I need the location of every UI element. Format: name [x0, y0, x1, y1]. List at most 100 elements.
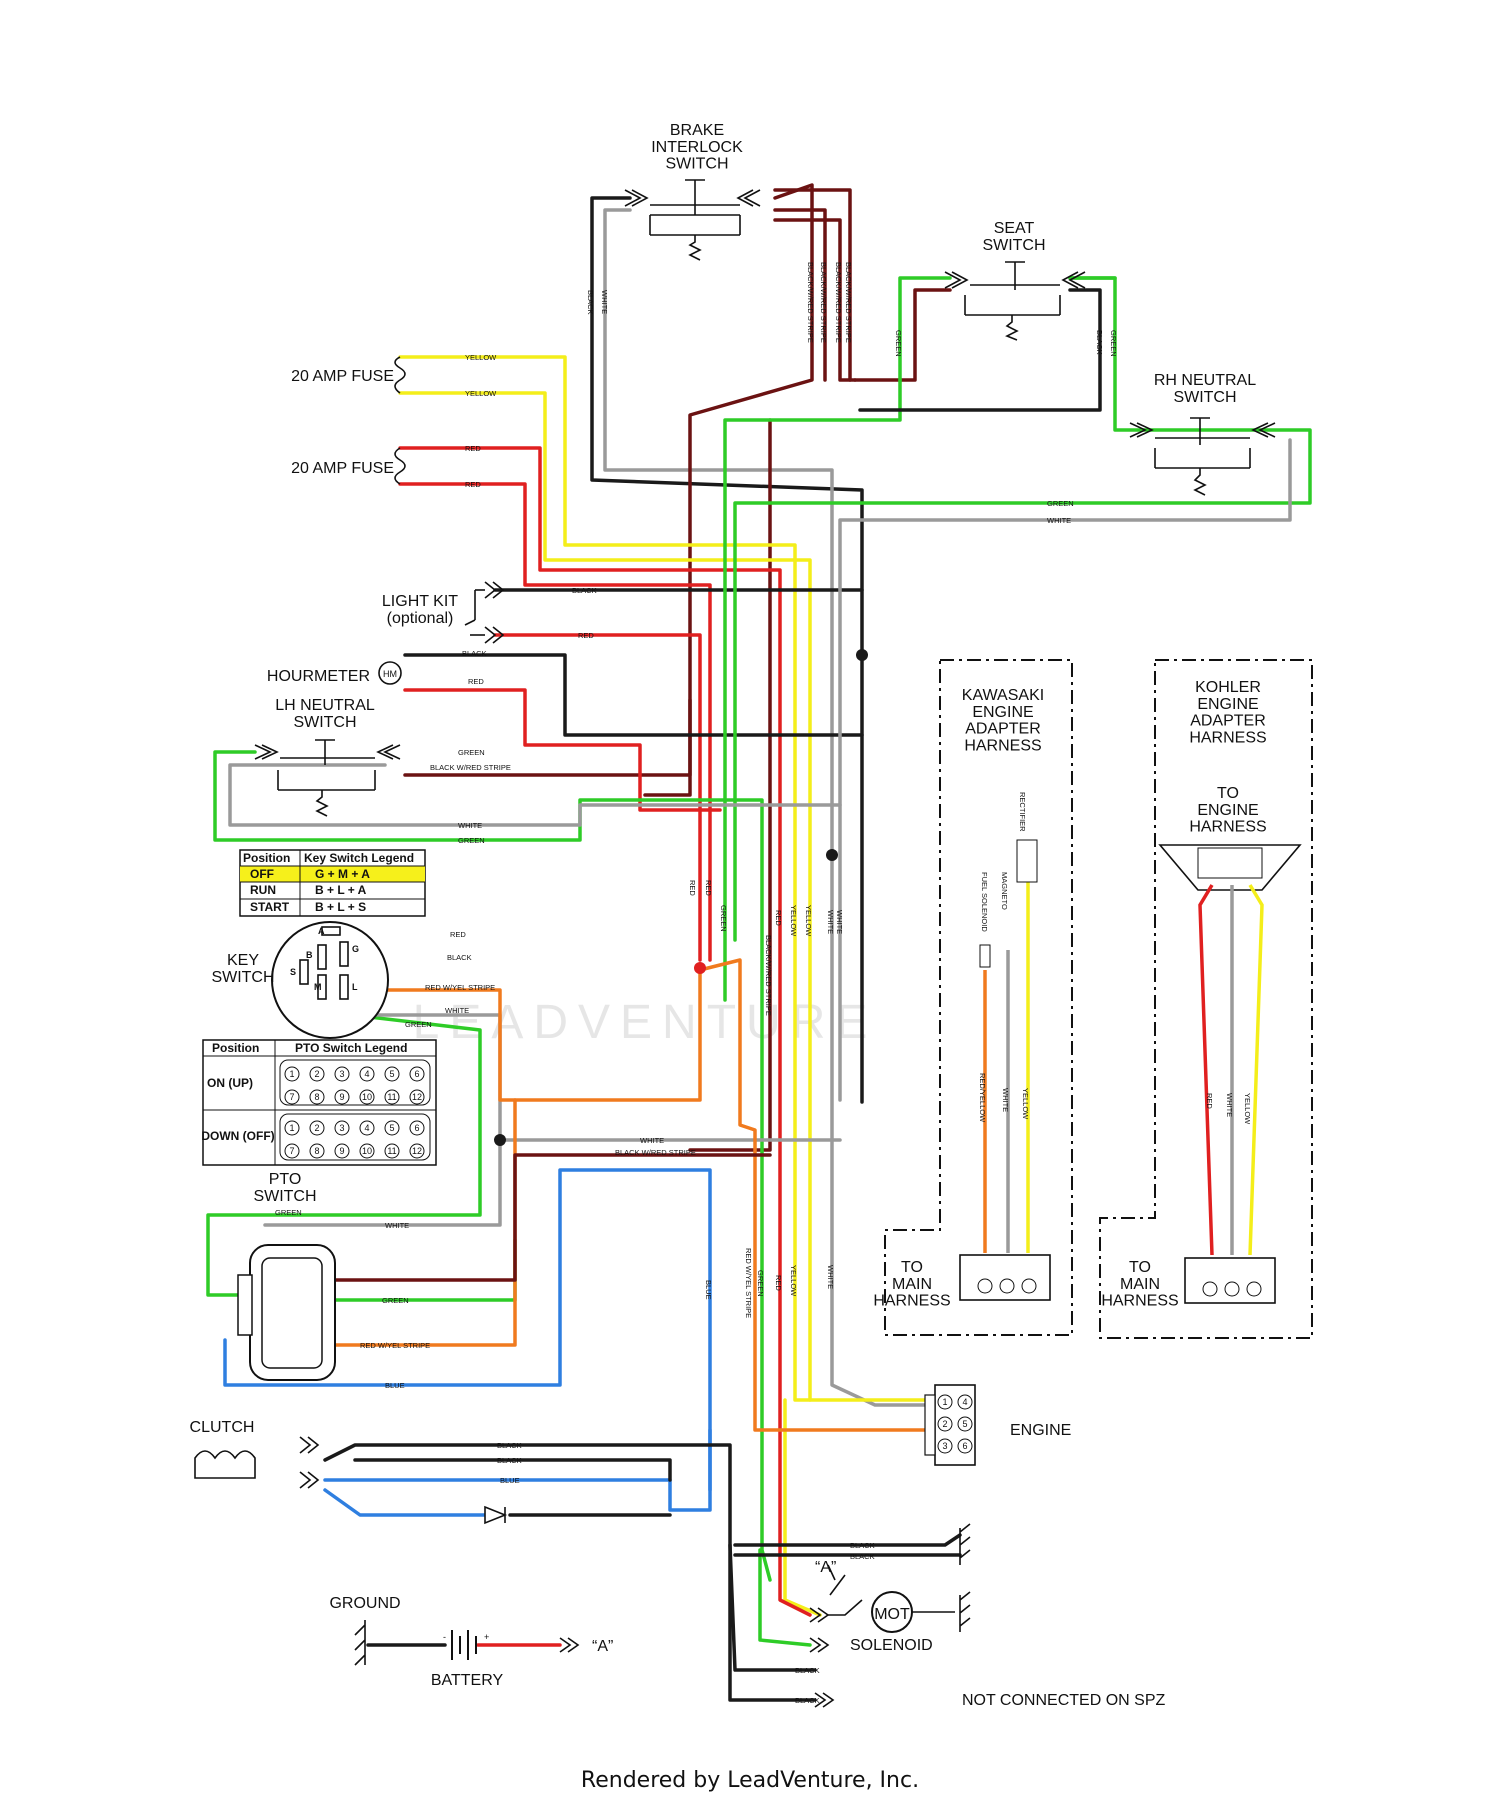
wire-label: BLACK — [850, 1552, 875, 1561]
kawasaki-wire-yellow: YELLOW — [1021, 1088, 1030, 1120]
pto-legend-header-title: PTO Switch Legend — [295, 1041, 407, 1055]
wire-white-lhn — [228, 763, 842, 827]
label-line: LH NEUTRAL — [275, 697, 375, 714]
engine-pin — [937, 1416, 953, 1432]
wire-label: GREEN — [405, 1020, 432, 1029]
pto-pin — [409, 1143, 425, 1159]
wire-red — [398, 446, 812, 1617]
wire-label: BLUE — [385, 1381, 405, 1390]
fuse-1-label: 20 AMP FUSE — [291, 368, 394, 385]
kawasaki-fuel-solenoid: FUEL SOLENOID — [980, 872, 989, 932]
engine-pin-number: 4 — [962, 1397, 967, 1407]
pto-pin — [384, 1089, 400, 1105]
wire-label: WHITE — [640, 1136, 664, 1145]
wire-label: BLACK — [462, 649, 487, 658]
wire-label: RED — [774, 1275, 783, 1291]
wire-label: RED — [465, 444, 481, 453]
engine-pin — [957, 1438, 973, 1454]
not-connected-label: NOT CONNECTED ON SPZ — [962, 1692, 1166, 1709]
pto-pin — [384, 1120, 400, 1136]
wire-label: WHITE — [826, 1265, 835, 1289]
pto-pin-number: 5 — [389, 1069, 394, 1079]
wire-black-ground-2 — [733, 1533, 962, 1547]
pto-legend-on: ON (UP) — [207, 1076, 253, 1090]
wire-label: RED — [688, 880, 697, 896]
light-kit-label: LIGHT KIT(optional) — [382, 593, 458, 627]
key-legend-table — [239, 849, 426, 917]
wire-label: WHITE — [385, 1221, 409, 1230]
wire-label: GREEN — [756, 1270, 765, 1297]
junction-dot — [494, 1134, 506, 1146]
label-line: SWITCH — [1173, 389, 1236, 406]
wire-black — [590, 196, 864, 1104]
pto-pin — [334, 1066, 350, 1082]
wire-black-red-4 — [773, 188, 852, 382]
label-line: TO — [1217, 785, 1239, 802]
pto-pin-number: 8 — [314, 1146, 319, 1156]
pto-pin-number: 10 — [362, 1146, 372, 1156]
pto-pin-number: 7 — [289, 1092, 294, 1102]
label-line: PTO — [269, 1171, 302, 1188]
pto-pin-number: 12 — [412, 1146, 422, 1156]
label-line: SWITCH — [665, 156, 728, 173]
hourmeter-gauge — [378, 661, 402, 685]
wire-blue — [223, 1168, 712, 1492]
wire-label: GREEN — [894, 330, 903, 357]
wire-label: YELLOW — [465, 353, 497, 362]
hourmeter-label: HOURMETER — [267, 668, 370, 685]
wire-black-hour — [403, 653, 864, 737]
key-switch-symbol — [271, 921, 389, 1039]
label-line: TO — [901, 1259, 923, 1276]
wire-orange — [348, 958, 942, 1432]
chassis-ground — [959, 1523, 971, 1565]
wires — [206, 183, 1312, 1702]
pto-pin — [359, 1066, 375, 1082]
pto-pin — [309, 1143, 325, 1159]
pto-pin — [284, 1143, 300, 1159]
wire-black-clutch-2 — [353, 1458, 672, 1482]
label-line: INTERLOCK — [651, 139, 743, 156]
wire-label: BLACK — [795, 1666, 820, 1675]
fuse-symbols — [394, 356, 406, 485]
wire-yellow-2 — [398, 391, 812, 1402]
wire-green-key — [206, 1008, 482, 1297]
pto-pin-number: 12 — [412, 1092, 422, 1102]
pto-pin-number: 8 — [314, 1092, 319, 1102]
wire-label: BLACK/W/RED STRIPE — [764, 935, 773, 1016]
kohler-harness-box — [1099, 659, 1313, 1339]
pto-pin — [409, 1089, 425, 1105]
hourmeter-symbol: HM — [383, 669, 397, 679]
label-line: SWITCH — [293, 714, 356, 731]
label-line: ENGINE — [1197, 696, 1258, 713]
wire-label: BLACK — [497, 1456, 522, 1465]
battery-label: BATTERY — [431, 1672, 504, 1689]
wire-black-ground — [728, 1543, 817, 1672]
pto-pin — [284, 1066, 300, 1082]
kohler-wire-yellow: YELLOW — [1243, 1093, 1252, 1125]
engine-pin — [957, 1416, 973, 1432]
ground-symbol — [354, 1620, 366, 1666]
wire-label: RED — [450, 930, 466, 939]
label-line: SWITCH — [982, 237, 1045, 254]
wire-blue-diode — [323, 1488, 487, 1517]
wire-white-key — [263, 1013, 502, 1227]
wire-red-light — [493, 633, 702, 962]
engine-pin — [937, 1438, 953, 1454]
wire-label: BLACK W/RED STRIPE — [615, 1148, 696, 1157]
pto-pin — [334, 1143, 350, 1159]
wire-label: BLACK/W/RED STRIPE — [806, 262, 815, 343]
label-line: SWITCH — [253, 1188, 316, 1205]
wire-label: BLACK/W/RED STRIPE — [844, 262, 853, 343]
wire-label: GREEN — [1109, 330, 1118, 357]
lh-neutral-switch-symbol — [254, 739, 401, 817]
label-line: (optional) — [387, 610, 454, 627]
label-line: RH NEUTRAL — [1154, 372, 1256, 389]
wire-label: BLUE — [704, 1280, 713, 1300]
wire-black-red-down — [688, 418, 772, 1152]
